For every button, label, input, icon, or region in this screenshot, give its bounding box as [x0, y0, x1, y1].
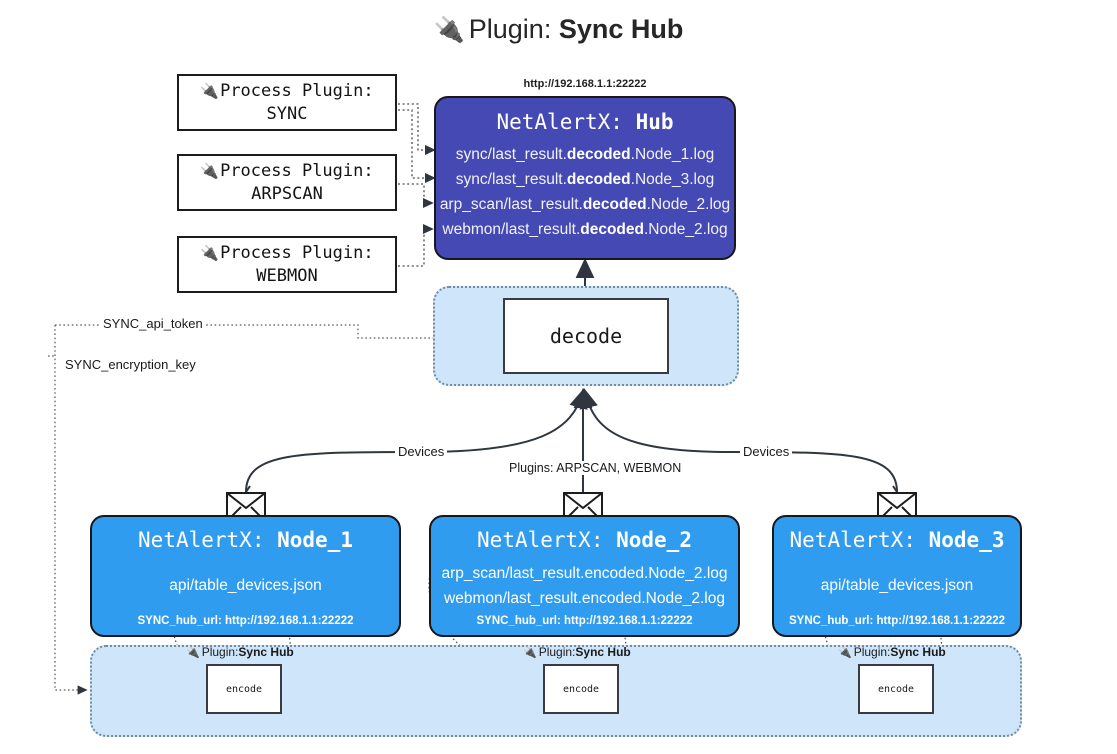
node-1-line-1: api/table_devices.json [169, 577, 322, 595]
hub-log-4: webmon/last_result.decoded.Node_2.log [442, 217, 727, 242]
edge-label-center-plugins: Plugins: ARPSCAN, WEBMON [506, 461, 685, 475]
node-1-title: NetAlertX: Node_1 [138, 528, 353, 552]
encode-1-caption-name: Sync Hub [238, 645, 294, 659]
node-3-title-name: Node_3 [928, 528, 1005, 552]
node-2-lines: arp_scan/last_result.encoded.Node_2.log … [431, 552, 738, 635]
encode-1-label: encode [225, 683, 263, 695]
node-2-footer: SYNC_hub_url: http://192.168.1.1:22222 [476, 615, 693, 627]
node-3-lines: api/table_devices.json [774, 552, 1020, 635]
hub-log-3: arp_scan/last_result.decoded.Node_2.log [440, 192, 730, 217]
page-title-name: Sync Hub [558, 14, 684, 44]
process-plugin-sync-name: SYNC [266, 103, 308, 124]
encode-2-caption-prefix: Plugin: [538, 645, 576, 659]
encode-3-label: encode [877, 683, 915, 695]
process-plugin-arpscan-header: 🔌Process Plugin: [200, 160, 373, 183]
node-3-line-1: api/table_devices.json [820, 577, 974, 595]
plug-icon: 🔌 [200, 243, 220, 262]
hub-node[interactable]: NetAlertX: Hub sync/last_result.decoded.… [434, 96, 736, 260]
process-plugin-webmon-label: Process Plugin: [220, 242, 374, 263]
edge-sync-to-hub-log2 [398, 109, 436, 184]
process-plugin-sync-header: 🔌Process Plugin: [200, 80, 373, 103]
process-plugin-sync[interactable]: 🔌Process Plugin: SYNC [177, 74, 397, 131]
plug-icon: 🔌 [186, 646, 200, 659]
node-1-footer: SYNC_hub_url: http://192.168.1.1:22222 [137, 615, 354, 627]
plug-icon: 🔌 [200, 161, 220, 180]
edge-label-left-devices: Devices [395, 444, 448, 459]
process-plugin-webmon[interactable]: 🔌Process Plugin: WEBMON [177, 236, 397, 293]
plug-icon: 🔌 [838, 646, 852, 659]
hub-title-name: Hub [635, 110, 674, 134]
node-3-title: NetAlertX: Node_3 [790, 528, 1005, 552]
edge-sync-to-hub-log1 [398, 103, 436, 156]
node-2-title: NetAlertX: Node_2 [477, 528, 692, 552]
node-2-title-name: Node_2 [616, 528, 692, 552]
hub-title-prefix: NetAlertX: [496, 110, 636, 134]
hub-log-2-bold: decoded [566, 171, 631, 189]
node-2-line-2: webmon/last_result.encoded.Node_2.log [444, 589, 725, 607]
hub-log-1-pre: sync/last_result. [455, 146, 567, 163]
decode-label: decode [549, 324, 623, 348]
node-1[interactable]: NetAlertX: Node_1 api/table_devices.json… [90, 515, 401, 637]
node-2-title-prefix: NetAlertX: [477, 528, 617, 552]
plug-icon: 🔌 [433, 16, 465, 44]
edge-arpscan-to-hub-log3 [398, 183, 434, 209]
node-3-footer: SYNC_hub_url: http://192.168.1.1:22222 [788, 615, 1006, 627]
hub-log-4-pre: webmon/last_result. [442, 221, 581, 239]
process-plugin-arpscan[interactable]: 🔌Process Plugin: ARPSCAN [177, 154, 397, 211]
hub-log-2-pre: sync/last_result. [455, 171, 567, 189]
hub-url-label: http://192.168.1.1:22222 [523, 78, 647, 90]
encode-3-caption: 🔌Plugin: Sync Hub [838, 645, 946, 659]
node-3[interactable]: NetAlertX: Node_3 api/table_devices.json… [772, 515, 1022, 637]
encode-2-label: encode [562, 683, 600, 695]
edge-label-sync-encryption-key: SYNC_encryption_key [62, 357, 199, 372]
hub-log-4-bold: decoded [580, 221, 644, 239]
encode-2-caption: 🔌Plugin: Sync Hub [523, 645, 631, 659]
encode-2-caption-name: Sync Hub [575, 645, 631, 659]
hub-log-4-post: .Node_2.log [643, 221, 728, 239]
hub-log-3-post: .Node_2.log [646, 196, 731, 214]
decode-box[interactable]: decode [503, 298, 669, 374]
encode-1-caption-prefix: Plugin: [201, 645, 239, 659]
edge-label-sync-api-token: SYNC_api_token [100, 316, 206, 331]
node-3-title-prefix: NetAlertX: [789, 528, 929, 552]
node-1-title-name: Node_1 [277, 528, 353, 552]
node-1-title-prefix: NetAlertX: [138, 528, 278, 552]
process-plugin-arpscan-label: Process Plugin: [220, 160, 374, 181]
encode-3-caption-prefix: Plugin: [853, 645, 891, 659]
encode-3-caption-name: Sync Hub [890, 645, 946, 659]
hub-title: NetAlertX: Hub [496, 110, 673, 134]
encode-1-caption: 🔌Plugin: Sync Hub [186, 645, 294, 659]
hub-log-1: sync/last_result.decoded.Node_1.log [456, 142, 714, 167]
edge-label-right-devices: Devices [740, 444, 793, 459]
node-2[interactable]: NetAlertX: Node_2 arp_scan/last_result.e… [429, 515, 740, 637]
edge-sync-encryption-key [54, 325, 88, 695]
process-plugin-webmon-name: WEBMON [256, 265, 318, 286]
hub-log-2-post: .Node_3.log [630, 171, 715, 189]
hub-log-2: sync/last_result.decoded.Node_3.log [456, 167, 714, 192]
encode-box-3[interactable]: encode [858, 664, 934, 714]
encode-box-1[interactable]: encode [206, 664, 282, 714]
edge-node3-devices-to-decode [579, 388, 898, 493]
hub-log-1-bold: decoded [566, 146, 631, 163]
edge-node1-devices-to-decode [245, 388, 588, 493]
edge-webmon-to-hub-log4 [398, 223, 434, 267]
plug-icon: 🔌 [200, 81, 220, 100]
plug-icon: 🔌 [523, 646, 537, 659]
hub-log-1-post: .Node_1.log [630, 146, 715, 163]
hub-log-3-pre: arp_scan/last_result. [439, 196, 583, 214]
process-plugin-webmon-header: 🔌Process Plugin: [200, 242, 373, 265]
page-title-prefix: Plugin: [468, 14, 559, 44]
process-plugin-arpscan-name: ARPSCAN [251, 183, 323, 204]
node-1-lines: api/table_devices.json [92, 552, 399, 635]
page-title: 🔌Plugin: Sync Hub [0, 14, 1117, 45]
hub-log-3-bold: decoded [582, 196, 647, 214]
process-plugin-sync-label: Process Plugin: [220, 80, 374, 101]
node-2-line-1: arp_scan/last_result.encoded.Node_2.log [441, 565, 728, 583]
encode-box-2[interactable]: encode [543, 664, 619, 714]
